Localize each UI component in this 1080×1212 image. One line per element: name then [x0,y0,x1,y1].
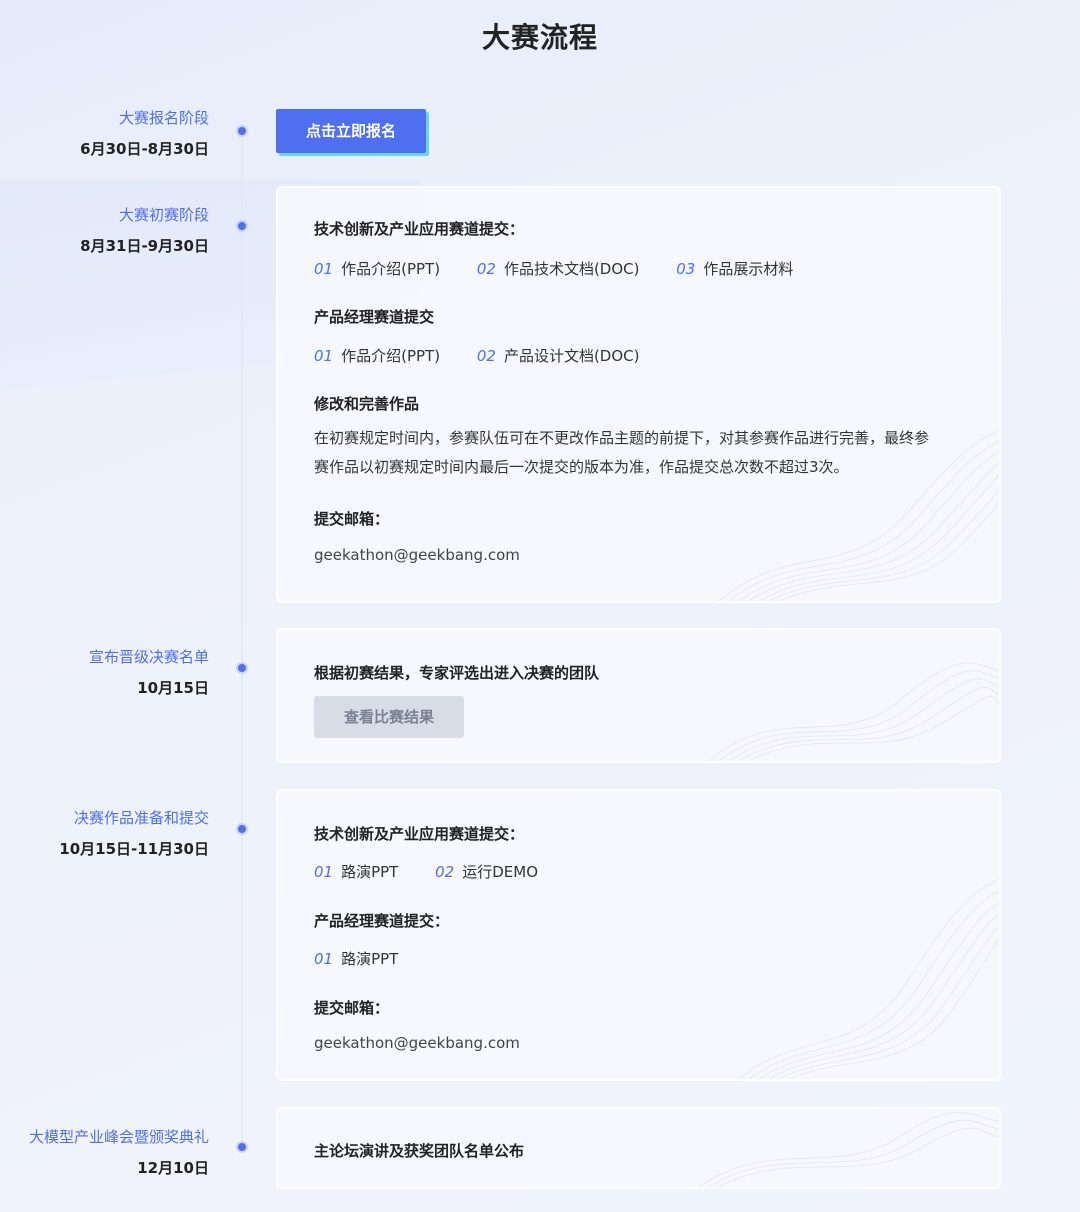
pm-track-heading: 产品经理赛道提交： [314,912,450,930]
timeline-dot [236,220,248,232]
timeline-dot [236,125,248,137]
pm-track-heading: 产品经理赛道提交 [314,308,435,326]
timeline-dot [236,1141,248,1153]
stage-name: 大赛初赛阶段 [118,206,209,224]
ceremony-heading: 主论坛演讲及获奖团队名单公布 [314,1142,525,1160]
stage-date: 8月31日-9月30日 [80,237,209,255]
wave-decoration [708,662,999,761]
stage-date: 12月10日 [137,1159,209,1177]
timeline-dot [236,662,248,674]
stage-name: 大赛报名阶段 [118,109,209,127]
stage-ceremony: 大模型产业峰会暨颁奖典礼 12月10日 [29,1126,209,1178]
stage-preliminary: 大赛初赛阶段 8月31日-9月30日 [80,204,209,256]
stage-date: 10月15日 [137,679,209,697]
stage-finalists: 宣布晋级决赛名单 10月15日 [89,646,209,698]
finalist-card: 根据初赛结果，专家评选出进入决赛的团队 查看比赛结果 [276,628,1001,763]
stage-name: 宣布晋级决赛名单 [88,648,209,666]
email-address[interactable]: geekathon@geekbang.com [314,546,520,564]
signup-button[interactable]: 点击立即报名 [276,109,426,153]
wave-decoration [739,878,999,1079]
timeline-dot [236,823,248,835]
ceremony-card: 主论坛演讲及获奖团队名单公布 [276,1107,1001,1189]
stage-name: 大模型产业峰会暨颁奖典礼 [28,1128,209,1146]
stage-name: 决赛作品准备和提交 [73,809,209,827]
tech-track-heading: 技术创新及产业应用赛道提交： [314,825,525,843]
email-address[interactable]: geekathon@geekbang.com [314,1034,520,1052]
revise-text: 在初赛规定时间内，参赛队伍可在不更改作品主题的前提下，对其参赛作品进行完善，最终… [314,429,930,476]
finalist-heading: 根据初赛结果，专家评选出进入决赛的团队 [314,664,600,682]
timeline-line [241,132,243,1152]
tech-track-heading: 技术创新及产业应用赛道提交： [314,220,525,238]
wave-decoration [699,1112,999,1187]
email-heading: 提交邮箱： [314,999,390,1017]
stage-date: 6月30日-8月30日 [80,140,209,158]
stage-final-submission: 决赛作品准备和提交 10月15日-11月30日 [59,807,209,859]
stage-signup: 大赛报名阶段 6月30日-8月30日 [80,107,209,159]
stage-date: 10月15日-11月30日 [59,840,209,858]
email-heading: 提交邮箱： [314,510,390,528]
view-results-button[interactable]: 查看比赛结果 [314,696,464,738]
page-title: 大赛流程 [481,21,598,54]
revise-heading: 修改和完善作品 [314,395,420,413]
